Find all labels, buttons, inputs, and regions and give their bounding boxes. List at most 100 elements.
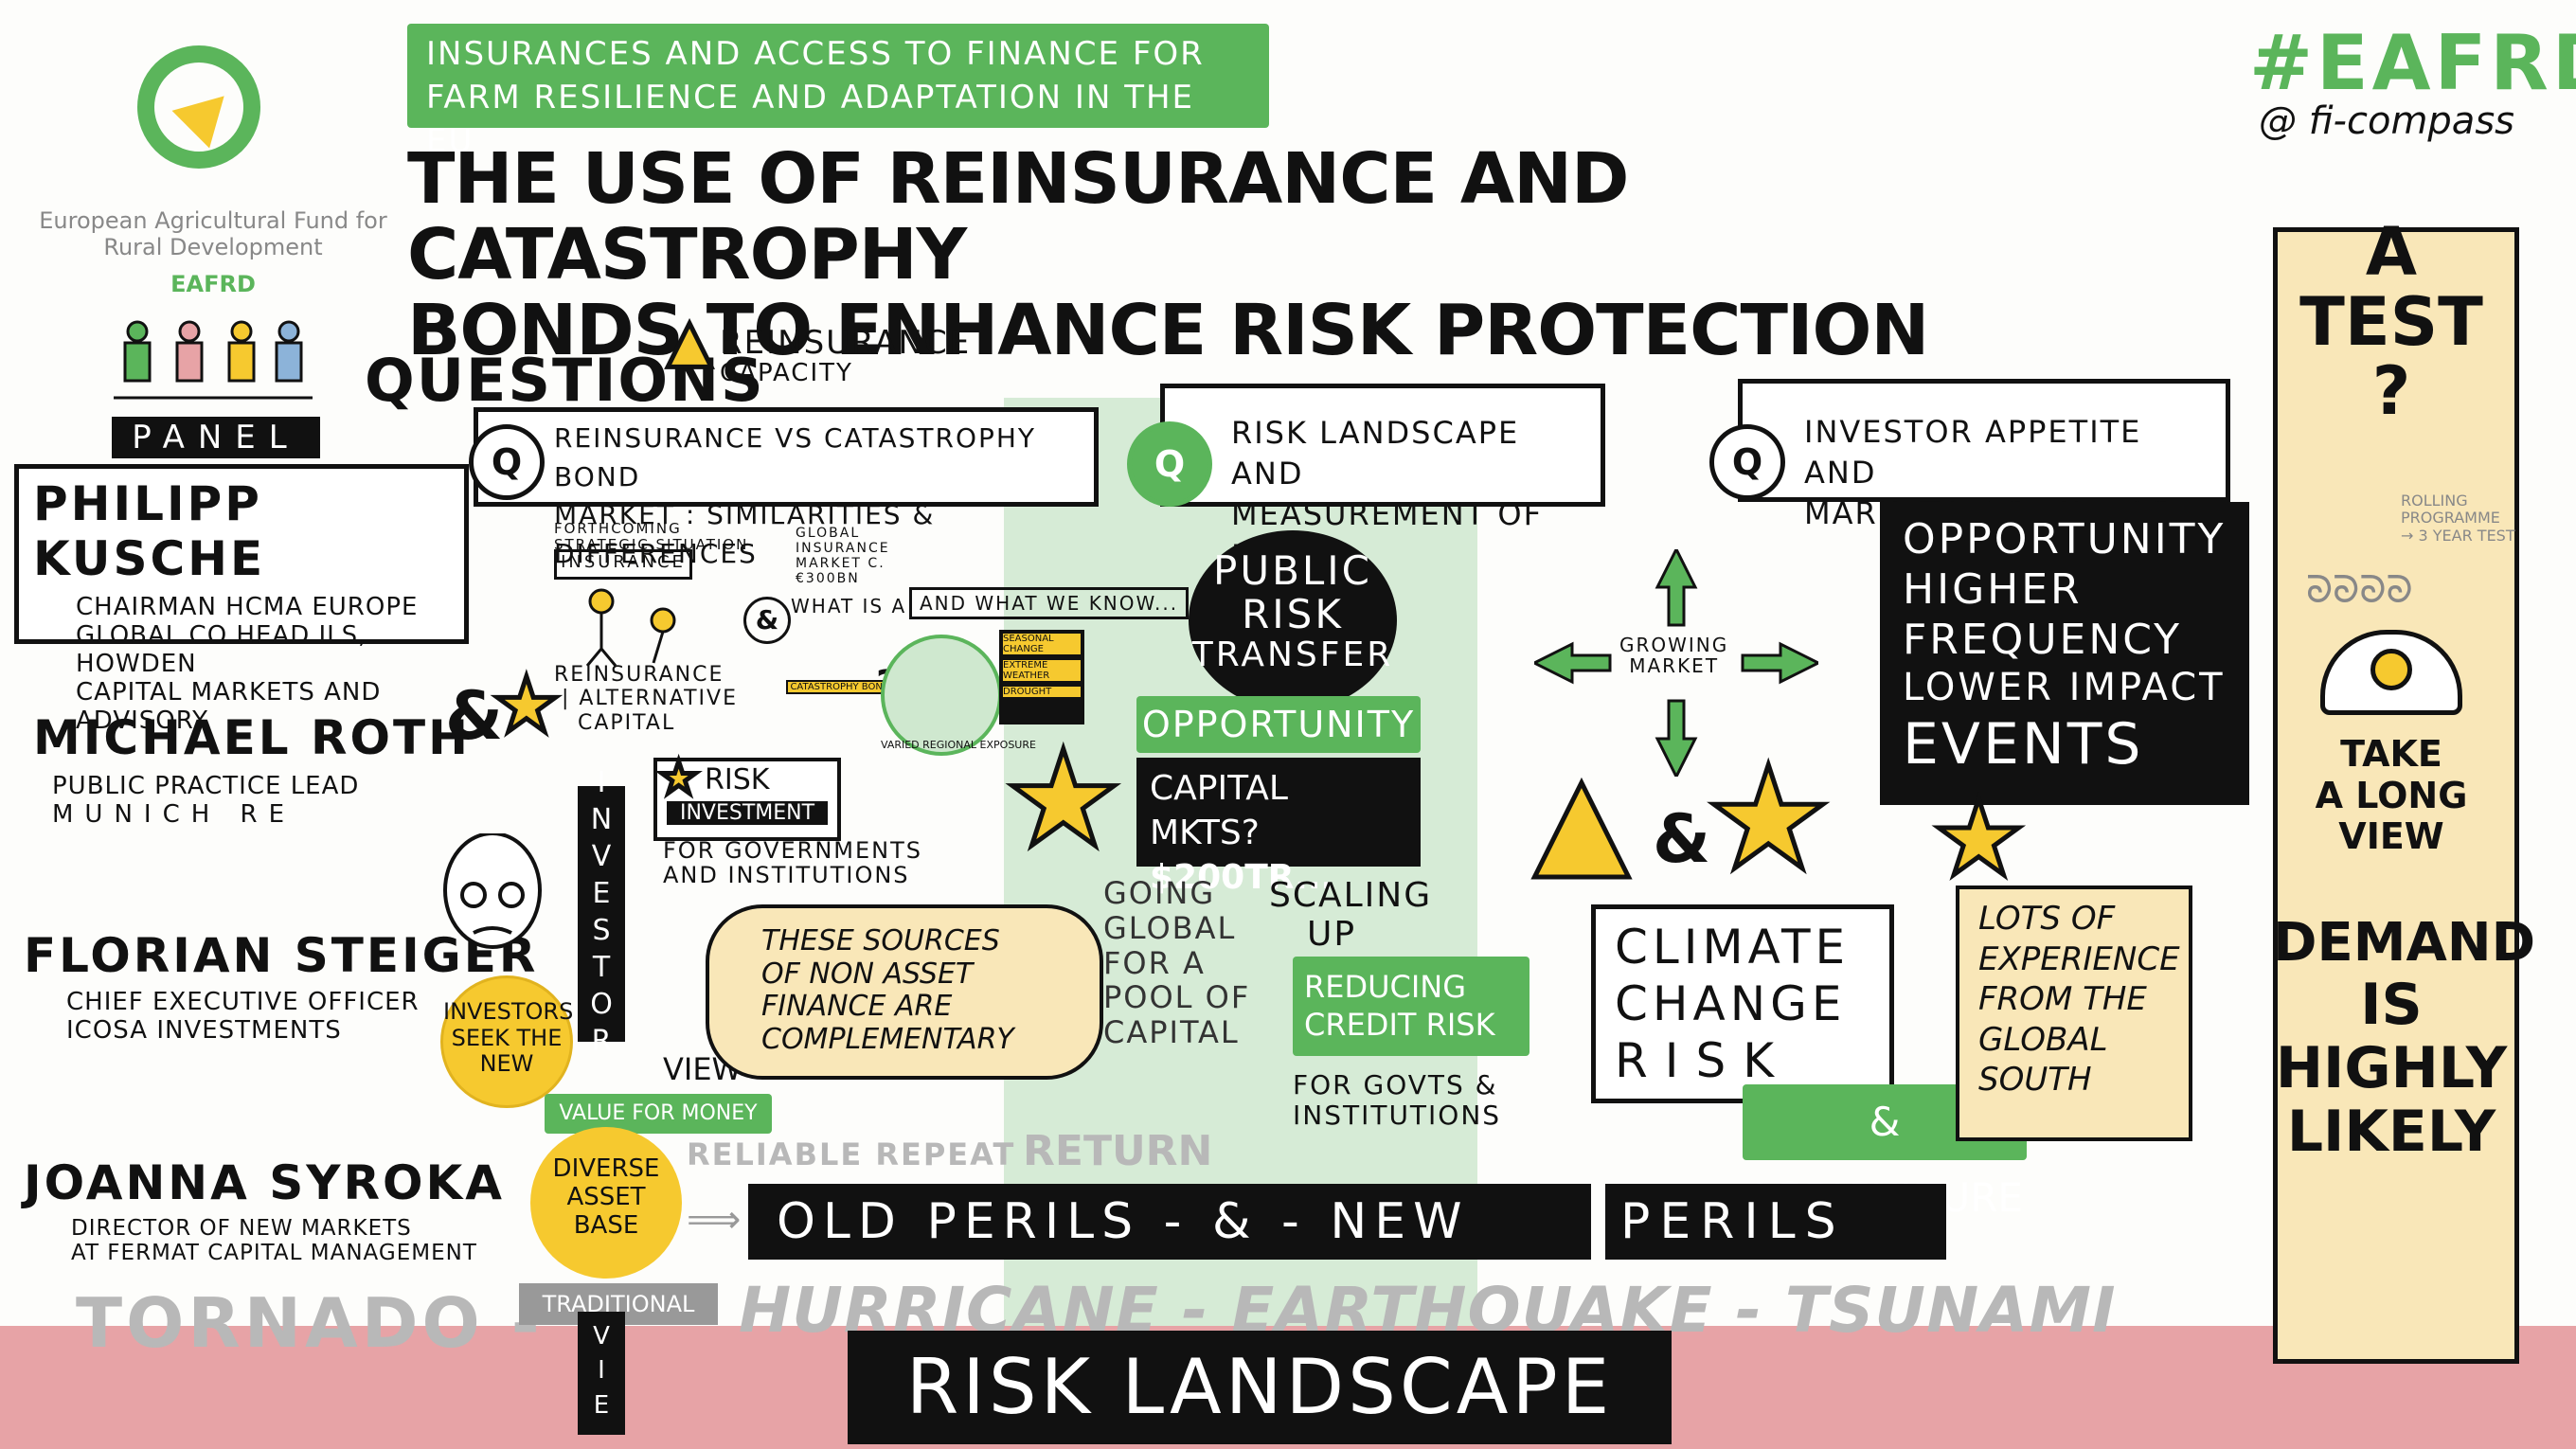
diverse-asset-line: BASE — [573, 1210, 639, 1240]
arrow-icon: ⟹ — [687, 1198, 742, 1242]
public-risk-transfer-line: RISK — [1242, 591, 1344, 638]
insurance-sign: INSURANCE — [554, 549, 692, 580]
star-icon: ★ — [1702, 737, 1834, 902]
climate-change-line: CHANGE — [1615, 976, 1847, 1031]
bubble-line: OF NON ASSET — [761, 957, 974, 991]
global-market-label: GLOBAL INSURANCE MARKET c. €300BN — [796, 526, 890, 586]
questions-heading: QUESTIONS — [365, 346, 765, 415]
q2-badge: Q — [1127, 421, 1212, 507]
speaker-1-box: PHILIPP KUSCHE CHAIRMAN HCMA EUROPE GLOB… — [14, 464, 469, 734]
speaker-2-role-line: MUNICH RE — [52, 799, 296, 829]
capital-mkts-line: $200TR... — [1150, 857, 1334, 897]
lots-experience-line: FROM THE — [1978, 980, 2147, 1018]
global-market-line: INSURANCE — [796, 541, 890, 557]
reinsurance-alt-line: | ALTERNATIVE — [562, 687, 738, 711]
speaker-4-name: JOANNA SYROKA — [24, 1155, 505, 1210]
demand-label: DEMAND IS HIGHLY LIKELY — [2273, 913, 2535, 1164]
global-market-line: MARKET c. — [796, 556, 886, 572]
speaker-2-role: PUBLIC PRACTICE LEAD MUNICH RE — [52, 772, 471, 830]
reliable-repeat-label: RELIABLE REPEAT — [687, 1136, 1016, 1172]
growing-market-line: MARKET — [1629, 654, 1720, 677]
opportunity-events-line: LOWER IMPACT — [1903, 666, 2226, 710]
page-title: THE USE OF REINSURANCE AND CATASTROPHY B… — [407, 138, 2055, 371]
reducing-credit-box: REDUCING CREDIT RISK — [1293, 957, 1530, 1056]
public-risk-transfer-circle: PUBLIC RISK TRANSFER — [1189, 530, 1397, 710]
risk-label: RISK — [705, 763, 770, 796]
investor-vertical-label: INVESTOR — [584, 766, 618, 1062]
org-name: European Agricultural Fund for Rural Dev… — [19, 207, 407, 298]
reinsurance-alt-capital: REINSURANCE | ALTERNATIVE CAPITAL — [554, 663, 738, 735]
investors-seek-line: SEEK THE — [451, 1024, 563, 1051]
going-global-line: CAPITAL — [1103, 1014, 1240, 1051]
figure-sketch — [568, 582, 701, 668]
know-item: EXTREME WEATHER — [1003, 660, 1081, 681]
investors-seek-line: INVESTORS — [443, 998, 574, 1025]
warning-icon: ▲ — [1532, 747, 1632, 891]
speaker-1-role-line: CHAIRMAN HCMA EUROPE — [76, 593, 419, 621]
a-test-label: A TEST ? — [2273, 217, 2510, 427]
opportunity-events-line: OPPORTUNITY — [1903, 515, 2227, 564]
vie-letter: V — [593, 1322, 610, 1351]
a-test-line: TEST — [2299, 282, 2483, 361]
rolling-line: PROGRAMME — [2401, 509, 2500, 528]
investment-label: INVESTMENT — [667, 801, 828, 825]
star-icon: ★ — [656, 752, 700, 803]
title-line2: BONDS TO ENHANCE RISK PROTECTION — [407, 289, 1929, 371]
for-governments-line: FOR GOVERNMENTS — [663, 837, 922, 864]
q3-badge: Q — [1709, 424, 1785, 500]
star-icon: ★ — [1002, 723, 1125, 877]
going-global-line: FOR A — [1103, 944, 1206, 981]
take-long-view-line: VIEW — [2338, 815, 2444, 858]
global-market-line: €300BN — [796, 571, 860, 587]
speaker-2-name: MICHAEL ROTH — [33, 710, 471, 765]
lots-experience-line: GLOBAL — [1978, 1020, 2108, 1059]
know-item: DROUGHT — [1003, 687, 1081, 697]
reinsurance-capacity-line2: CAPACITY — [720, 358, 853, 387]
demand-line: IS — [2360, 971, 2423, 1038]
speaker-3-role-line: CHIEF EXECUTIVE OFFICER — [66, 988, 420, 1016]
hashtag: #EAFRD — [2249, 19, 2576, 107]
climate-change-line: RISK — [1615, 1033, 1792, 1088]
growing-market-line: GROWING — [1619, 634, 1729, 656]
speaker-1-role: CHAIRMAN HCMA EUROPE GLOBAL Co HEAD ILS,… — [76, 593, 450, 735]
ampersand-label: & — [1653, 800, 1711, 878]
complementary-bubble: THESE SOURCES OF NON ASSET FINANCE ARE C… — [706, 904, 1103, 1080]
investors-seek-line: NEW — [479, 1050, 534, 1078]
q3-line1: INVESTOR APPETITE AND — [1804, 414, 2142, 492]
what-is-a-label: WHAT IS A — [791, 595, 907, 617]
speaker-4-role-line: AT FERMAT CAPITAL MANAGEMENT — [71, 1241, 477, 1266]
know-item: SEASONAL CHANGE — [1003, 634, 1081, 654]
reinsurance-alt-line: REINSURANCE — [554, 663, 724, 687]
rolling-programme-label: ROLLING PROGRAMME → 3 YEAR TEST — [2401, 492, 2515, 545]
vie-vertical-bar: V I E — [578, 1312, 625, 1435]
for-governments-line: AND INSTITUTIONS — [663, 862, 910, 889]
going-global-line: POOL OF — [1103, 979, 1251, 1016]
going-global-line: GOING — [1103, 875, 1216, 911]
going-global-line: GLOBAL — [1103, 909, 1237, 946]
varied-regional-label: VARIED REGIONAL EXPOSURE — [881, 739, 1036, 751]
ampersand-circle: & — [743, 597, 791, 644]
opportunity-events-line: EVENTS — [1903, 711, 2144, 778]
org-name-line2: Rural Development — [103, 233, 323, 260]
event-banner: INSURANCES AND ACCESS TO FINANCE FOR FAR… — [407, 24, 1269, 160]
public-risk-transfer-line: TRANSFER — [1191, 635, 1394, 675]
speaker-3: FLORIAN STEIGER CHIEF EXECUTIVE OFFICER … — [24, 928, 538, 1046]
lots-experience-line: LOTS OF — [1978, 900, 2116, 938]
question-2-box: RISK LANDSCAPE AND MEASUREMENT OF RISK — [1160, 384, 1605, 574]
diverse-asset-line: ASSET — [566, 1182, 646, 1211]
ampersand-label: & — [445, 677, 504, 755]
what-we-know-label: AND WHAT WE KNOW... — [909, 587, 1190, 619]
q1-badge: Q — [469, 424, 545, 500]
speaker-3-role: CHIEF EXECUTIVE OFFICER ICOSA INVESTMENT… — [66, 988, 538, 1046]
take-long-view-label: TAKE A LONG VIEW — [2273, 733, 2510, 858]
for-govts-line: FOR GOVTS & — [1293, 1069, 1498, 1100]
panel-people-icon — [114, 313, 313, 407]
forthcoming-line: STRATEGIC SITUATION — [554, 535, 749, 553]
q1-line1: REINSURANCE VS CATASTROPHY BOND — [554, 422, 1037, 492]
title-line1: THE USE OF REINSURANCE AND CATASTROPHY — [407, 138, 1629, 295]
reinsurance-capacity-line1: REINSURANCE — [720, 324, 972, 362]
speaker-1-role-line: CAPITAL MARKETS AND ADVISORY — [76, 677, 382, 735]
vie-letter: E — [593, 1390, 610, 1420]
rolling-loops-icon: ᘐᘐᘐᘐ — [2306, 568, 2413, 612]
speaker-4-role: DIRECTOR OF NEW MARKETS AT FERMAT CAPITA… — [71, 1216, 505, 1266]
